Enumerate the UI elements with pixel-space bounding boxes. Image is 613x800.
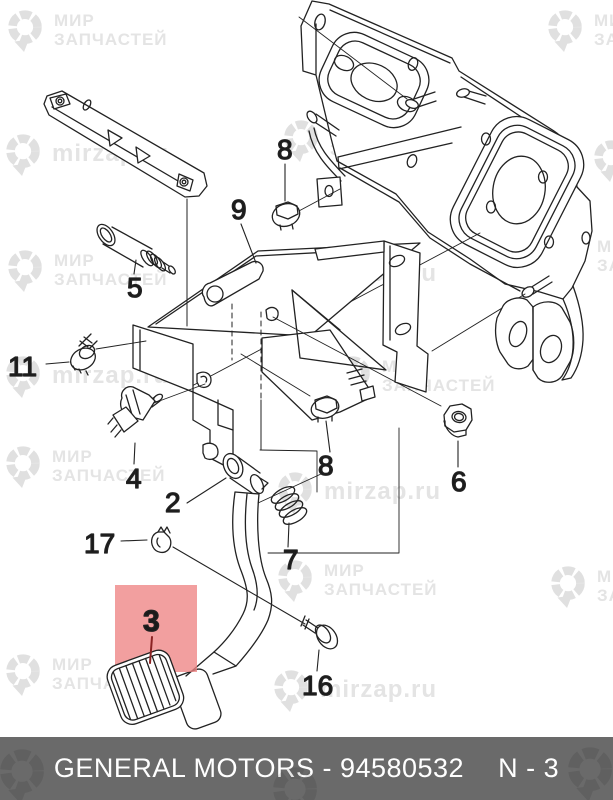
pedal-pad [106,649,185,725]
highlight-leader [149,636,153,664]
callout-9: 9 [231,194,247,225]
screw [70,333,147,376]
stud [455,88,487,105]
callout-4: 4 [126,463,142,494]
map-pin-gear-icon [8,250,42,293]
callout-6: 6 [451,466,467,497]
callout-5: 5 [127,272,143,303]
watermark-tile: mirzap.ru [268,666,437,714]
switch [107,383,206,438]
return-spring [257,473,322,525]
leader-lines [45,163,459,672]
firewall-plate [298,0,593,383]
map-pin-gear-icon [568,747,612,800]
map-pin-gear-icon [6,134,40,177]
watermark-tile: mirzap.ru [588,136,613,184]
map-pin-gear-icon [6,654,40,697]
footer-title: GENERAL MOTORS - 94580532 [53,753,465,783]
bolt [310,395,340,423]
stud [405,91,437,110]
map-pin-gear-icon [274,670,308,713]
map-pin-gear-icon [548,10,582,53]
callout-3-highlighted: 3 [143,605,160,638]
callout-8: 8 [277,134,293,165]
callout-8b: 8 [318,450,334,481]
pivot-bolt [300,615,339,650]
map-pin-gear-icon [284,120,318,163]
pedal-bracket [132,188,481,554]
bolt [271,201,301,231]
map-pin-gear-icon [0,749,44,800]
spring-clip [151,526,172,554]
callout-7: 7 [283,544,299,575]
nut [443,403,473,438]
watermark-brand-line1: МИР [54,11,95,30]
map-pin-gear-icon [6,356,40,399]
callout-11: 11 [8,351,37,382]
callout-2: 2 [165,487,181,518]
map-pin-gear-icon [594,140,613,183]
map-pin-gear-icon [8,10,42,53]
cable-bracket [494,285,584,383]
map-pin-gear-icon [273,767,317,800]
callout-16: 16 [302,670,333,701]
callout-17: 17 [84,528,115,559]
watermark-tile: mirzap.ru [272,468,441,516]
bracket-upper-arm [316,126,462,208]
map-pin-gear-icon [6,446,40,489]
clevis-pin [96,223,176,275]
support-bracket [43,90,208,327]
watermark-brand-line2: ЗАПЧАСТЕЙ [54,30,168,49]
footer-page-ref: N - 3 [498,753,560,783]
map-pin-gear-icon [551,566,585,609]
footer-caption-bar: GENERAL MOTORS - 94580532 N - 3 [0,737,613,800]
map-pin-gear-icon [278,560,312,603]
